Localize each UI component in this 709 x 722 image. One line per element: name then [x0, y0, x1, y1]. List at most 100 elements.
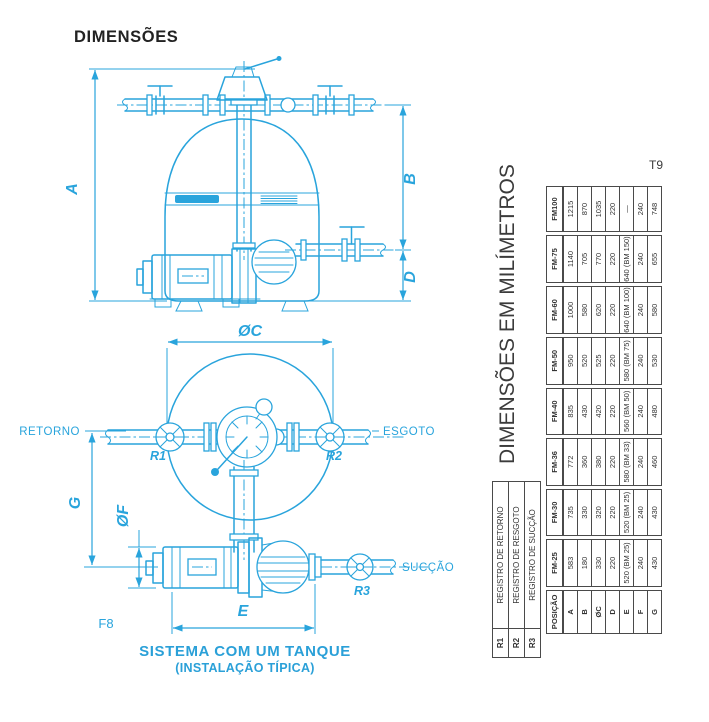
legend-code: R1 [492, 628, 509, 658]
legend-label: REGISTRO DE SUCÇÃO [524, 481, 541, 629]
row-label-cell: B [577, 589, 591, 634]
dim-e-label: E [238, 603, 250, 620]
value-cell: 835 [563, 387, 577, 436]
legend-label: REGISTRO DE RESGOTO [508, 481, 525, 629]
value-cell: 240 [633, 286, 647, 334]
dim-d-label: D [402, 271, 419, 283]
table-header-cell: FM-25 [546, 539, 563, 587]
valve-r2-handwheel [315, 422, 345, 452]
dimension-f-diameter: ØF [115, 504, 156, 589]
table-header-cell: POSIÇÃO [546, 589, 563, 634]
row-label-cell: G [647, 589, 662, 634]
diagram-subcaption: (INSTALAÇÃO TÍPICA) [175, 661, 315, 675]
table-title: DIMENSÕES EM MILÍMETROS [496, 164, 519, 464]
pump-plan-view [145, 537, 322, 598]
pressure-gauge-icon [255, 398, 273, 416]
dimension-a: A [64, 68, 255, 302]
value-cell: 430 [577, 387, 591, 436]
value-cell: 320 [591, 488, 605, 537]
value-cell: 220 [605, 336, 619, 385]
r1-label: R1 [150, 449, 166, 463]
value-cell: 330 [577, 488, 591, 537]
value-cell: 770 [591, 235, 605, 284]
dimension-d: D [307, 251, 419, 302]
legend-row: R3 REGISTRO DE SUCÇÃO [524, 481, 541, 658]
value-cell: 870 [577, 186, 591, 233]
page-title: DIMENSÕES [74, 28, 179, 46]
value-cell: 220 [605, 488, 619, 537]
row-label-cell: ØC [591, 589, 605, 634]
value-cell: 640 (BM 150) [619, 235, 633, 284]
value-cell: 520 (BM 25) [619, 488, 633, 537]
value-cell: 520 (BM 25) [619, 539, 633, 587]
tank-foot-left [175, 300, 203, 312]
value-cell: 240 [633, 186, 647, 233]
pipe-gauge-icon [280, 97, 296, 113]
top-pipe-valve-right [317, 85, 343, 115]
page-ref-t9: T9 [649, 158, 664, 172]
value-cell: 560 (BM 50) [619, 387, 633, 436]
filter-tank [164, 118, 320, 312]
table-header-cell: FM-36 [546, 438, 563, 486]
top-pipe [117, 85, 385, 116]
table-row: E 520 (BM 25) 520 (BM 25) 580 (BM 33) 560 (B… [619, 186, 633, 634]
legend-label: REGISTRO DE RETORNO [492, 481, 509, 629]
r3-label: R3 [354, 584, 370, 598]
value-cell: 640 (BM 100) [619, 286, 633, 334]
table-header-cell: FM-40 [546, 387, 563, 436]
pump-side-view [136, 239, 297, 308]
multiport-valve-plan [211, 398, 278, 476]
value-cell: 1035 [591, 186, 605, 233]
value-cell: 580 [577, 286, 591, 334]
dim-g-label: G [67, 497, 84, 509]
value-cell: 705 [577, 235, 591, 284]
value-cell: 220 [605, 286, 619, 334]
dim-c-label: ØC [238, 323, 262, 340]
suction-pipe [320, 553, 428, 581]
value-cell: 430 [647, 488, 662, 537]
value-cell: 480 [647, 387, 662, 436]
value-cell: 240 [633, 539, 647, 587]
valve-r3-handwheel [346, 553, 374, 581]
vertical-pipe [230, 61, 258, 260]
value-cell: 580 (BM 75) [619, 336, 633, 385]
value-cell: 240 [633, 235, 647, 284]
value-cell: 220 [605, 235, 619, 284]
value-cell: 220 [605, 186, 619, 233]
tank-vent-slots [260, 195, 298, 204]
value-cell: 735 [563, 488, 577, 537]
multiport-valve [216, 56, 282, 101]
retorno-label: RETORNO [19, 426, 80, 438]
table-header-cell: FM-75 [546, 235, 563, 284]
value-cell: 240 [633, 387, 647, 436]
r2-label: R2 [326, 449, 342, 463]
diagram-caption: SISTEMA COM UM TANQUE [139, 643, 351, 660]
row-label-cell: E [619, 589, 633, 634]
value-cell: 360 [577, 438, 591, 486]
value-cell: 1000 [563, 286, 577, 334]
value-cell: 655 [647, 235, 662, 284]
value-cell: 240 [633, 438, 647, 486]
legend-row: R2 REGISTRO DE RESGOTO [508, 481, 525, 658]
table-header-cell: FM-50 [546, 336, 563, 385]
value-cell: 620 [591, 286, 605, 334]
value-cell: 430 [647, 539, 662, 587]
dim-f-label: ØF [115, 504, 132, 527]
value-cell: 330 [591, 539, 605, 587]
value-cell: 748 [647, 186, 662, 233]
value-cell: 240 [633, 336, 647, 385]
value-cell: 580 (BM 33) [619, 438, 633, 486]
side-view-drawing: A [64, 56, 419, 312]
dimension-e: E [171, 584, 316, 634]
dimension-c: ØC [166, 323, 334, 434]
value-cell: 583 [563, 539, 577, 587]
value-cell: 220 [605, 438, 619, 486]
plan-vertical-pipe [229, 460, 259, 560]
value-cell: 530 [647, 336, 662, 385]
succao-label: SUCÇÃO [402, 561, 454, 574]
legend-code: R3 [524, 628, 541, 658]
